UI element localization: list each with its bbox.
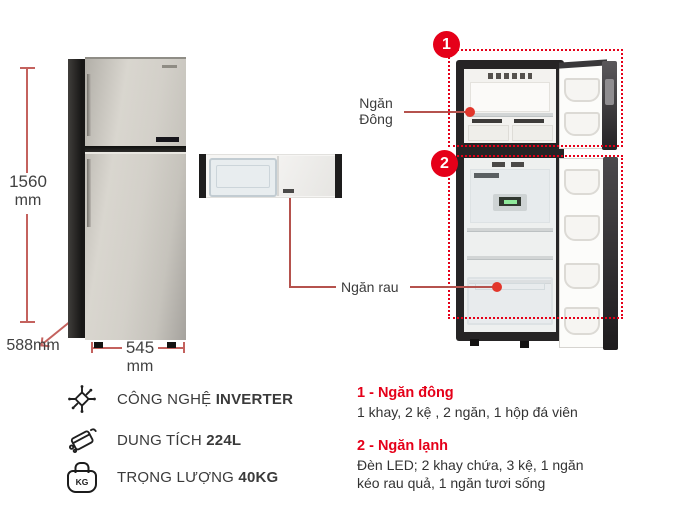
freezer-door-handle [605,79,614,105]
ruler-line-upper [26,68,28,173]
vegetable-leader-dot [492,282,502,292]
fridge-door-open [559,158,605,348]
compartment-descriptions: 1 - Ngăn đông 1 khay, 2 kệ , 2 ngăn, 1 h… [357,385,600,509]
freezer-tray-strip [472,119,502,123]
freezer-tray [468,125,509,141]
vegetable-drawer-top-view-photo [199,154,342,198]
fridge-door-handle [87,159,91,227]
feature-value: INVERTER [215,390,294,408]
feature-capacity: DUNG TÍCH 224L [64,421,241,459]
feature-text: CÔNG NGHỆ INVERTER [117,391,293,408]
fridge-door-bin [564,263,600,289]
height-dimension-text: 1560 mm [2,172,54,210]
ruler-line-left [92,347,122,349]
fridge-compartment [464,158,556,332]
freezer-leader-line [404,111,466,113]
fridge-foot [470,339,479,346]
ruler-line-right [158,347,184,349]
control-panel [493,194,527,211]
refrigerator-front-photo [68,57,186,348]
inverter-circuit-icon [64,380,100,418]
fridge-door-bin [564,215,600,241]
callout-1-description: 1 khay, 2 kệ , 2 ngăn, 1 hộp đá viên [357,404,578,420]
depth-dimension-text: 588mm [6,337,60,354]
led-display [499,197,521,206]
door-edge [335,154,342,198]
fridge-foot [520,341,529,348]
height-value: 1560 [9,172,47,191]
freezer-door-handle [87,74,91,136]
freezer-door-bin [564,112,600,136]
fridge-vent [492,162,505,167]
door-edge [199,154,206,198]
interior-label [474,173,499,178]
freezer-tray [512,125,553,141]
callout-2-description: Đèn LED; 2 khay chứa, 3 kệ, 1 ngăn kéo r… [357,456,584,491]
freezer-label-line2: Đông [359,111,393,127]
freezer-compartment [464,69,556,143]
freezer-shelf [467,113,553,117]
glass-shelf [467,256,553,260]
transparent-drawer [209,158,277,197]
freezer-zone-outline [448,49,623,147]
vegetable-leader-vertical [289,198,291,288]
feature-value: 224L [206,431,242,449]
freezer-vent [488,73,532,79]
vegetable-leader-left [289,286,336,288]
freezer-compartment-label: Ngăn Đông [350,95,402,127]
open-door-panel [277,156,335,196]
marker-1-badge: 1 [433,31,460,58]
height-unit: mm [14,192,42,209]
fridge-zone-outline [448,155,623,319]
ruler-cap-bottom [20,321,35,323]
freezer-shelf-area [470,82,550,112]
feature-text: TRỌNG LƯỢNG 40KG [117,469,278,486]
marker-2-badge: 2 [431,150,458,177]
energy-badge [156,137,179,142]
callout-1-title: 1 - Ngăn đông [357,385,454,401]
display-glow [503,199,517,204]
width-dimension-text: 545 mm [120,338,160,376]
glass-shelf [467,228,553,232]
freezer-door-open [559,59,607,149]
feature-label: DUNG TÍCH [117,431,202,449]
fridge-side-panel [68,59,86,338]
fridge-foot [167,342,176,348]
freezer-leader-dot [465,107,475,117]
fridge-door-bin [564,307,600,335]
refrigerator-open-photo [456,57,624,352]
weight-kettlebell-icon: KG [64,458,100,496]
width-unit: mm [126,358,154,375]
feature-label: CÔNG NGHỆ [117,390,212,408]
fridge-foot [94,342,103,348]
feature-inverter: CÔNG NGHỆ INVERTER [64,380,293,418]
feature-text: DUNG TÍCH 224L [117,432,241,449]
ruler-line-lower [26,214,28,322]
fridge-front-panel [85,57,186,340]
vegetable-compartment-label: Ngăn rau [341,279,399,295]
freezer-door-bin [564,78,600,102]
fridge-back-panel [470,169,550,223]
feature-value: 40KG [238,468,279,486]
feature-label: TRỌNG LƯỢNG [117,468,235,486]
capacity-container-icon [64,421,100,459]
width-value: 545 [125,338,155,357]
freezer-tray-strip [514,119,544,123]
feature-weight: KG TRỌNG LƯỢNG 40KG [64,458,278,496]
kg-icon-text: KG [75,476,89,487]
callout-2-title: 2 - Ngăn lạnh [357,437,449,454]
freezer-label-line1: Ngăn [359,95,393,111]
door-divider [85,146,186,154]
brand-logo [162,65,177,68]
door-latch [283,189,294,193]
fridge-vent [511,162,524,167]
vegetable-leader-right [410,286,494,288]
ruler-cap-right [183,342,185,353]
fridge-door-bin [564,169,600,195]
fridge-door-edge [603,157,618,350]
